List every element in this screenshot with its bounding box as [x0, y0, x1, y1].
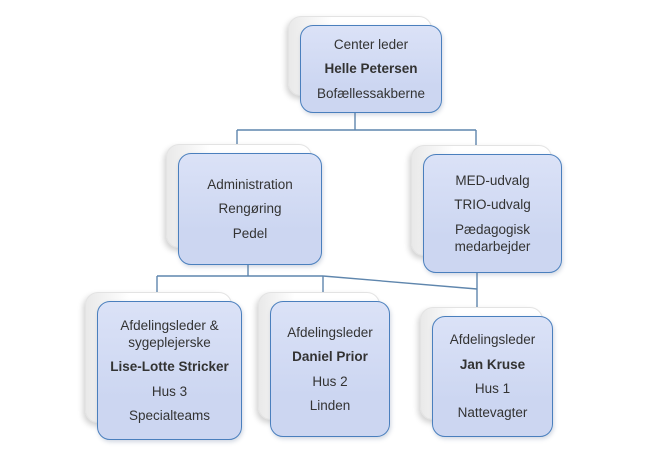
node-unit: Hus 2 — [312, 373, 348, 389]
node-function: TRIO-udvalg — [454, 197, 531, 213]
org-node-center-leder: Center leder Helle Petersen Bofællessakb… — [300, 25, 442, 113]
node-function: Rengøring — [218, 201, 282, 217]
node-team: Nattevagter — [457, 405, 528, 421]
node-team: Specialteams — [128, 407, 211, 423]
node-function: Pedel — [232, 225, 268, 241]
node-name: Jan Kruse — [459, 356, 526, 372]
node-role: Afdelingsleder — [449, 332, 536, 348]
org-node-administration: Administration Rengøring Pedel — [178, 153, 322, 265]
connector-diagonal-to-hus1 — [322, 275, 478, 290]
node-role: Afdelingsleder & sygeplejerske — [120, 317, 219, 351]
node-team: Linden — [309, 397, 351, 413]
node-function: Administration — [207, 177, 293, 193]
node-name: Daniel Prior — [292, 349, 368, 365]
node-role: Afdelingsleder — [287, 324, 373, 340]
node-unit: Hus 3 — [151, 383, 188, 399]
org-node-hus2: Afdelingsleder Daniel Prior Hus 2 Linden — [270, 301, 390, 437]
org-node-hus3: Afdelingsleder & sygeplejerske Lise-Lott… — [97, 301, 242, 440]
node-function: Pædagogisk medarbejder — [454, 221, 531, 254]
node-name: Helle Petersen — [324, 61, 418, 77]
org-node-hus1: Afdelingsleder Jan Kruse Hus 1 Nattevagt… — [432, 316, 553, 437]
node-unit: Bofællessakberne — [316, 85, 426, 101]
node-unit: Hus 1 — [474, 381, 511, 396]
node-role: Center leder — [333, 37, 409, 53]
org-node-udvalg: MED-udvalg TRIO-udvalg Pædagogisk medarb… — [423, 154, 562, 273]
node-function: MED-udvalg — [455, 172, 530, 188]
node-name: Lise-Lotte Stricker — [110, 359, 229, 375]
